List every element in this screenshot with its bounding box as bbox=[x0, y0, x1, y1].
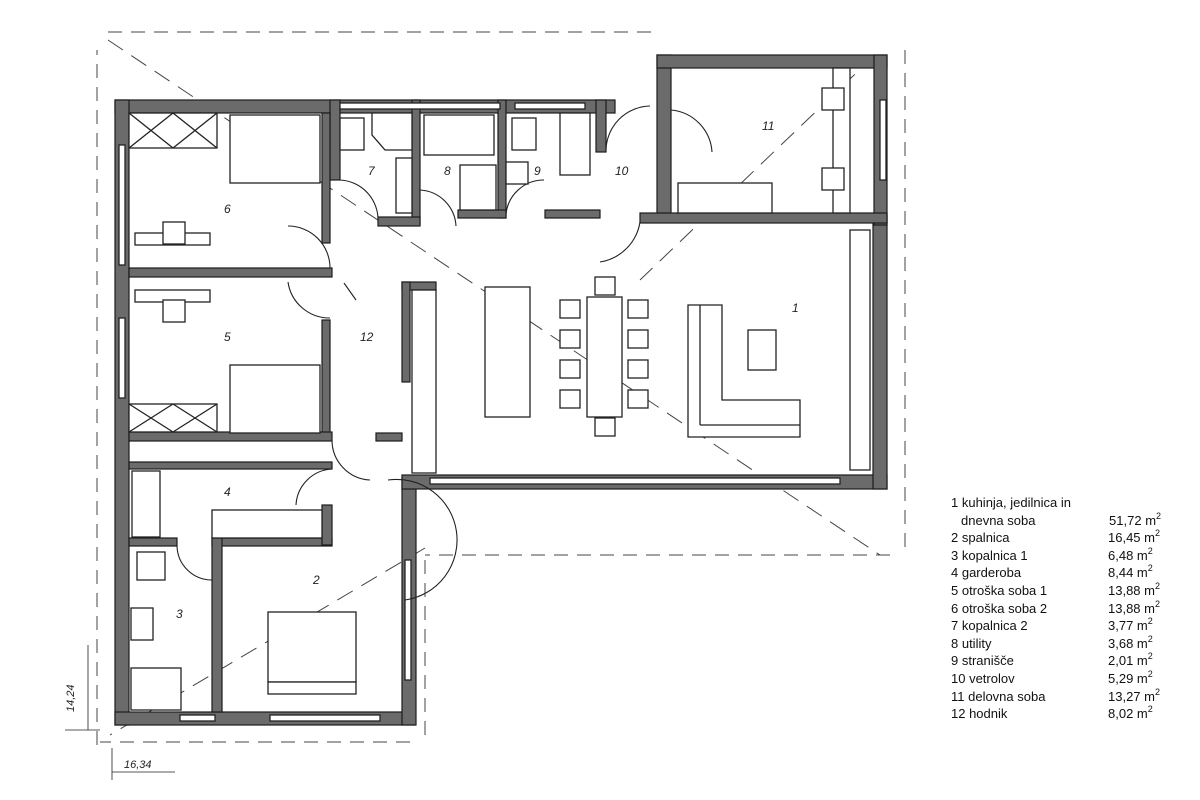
legend-unit: m bbox=[1136, 618, 1148, 634]
legend-row-9: 9 stranišče 2,01 m2 bbox=[951, 652, 1186, 670]
legend-unit: m bbox=[1144, 582, 1155, 598]
legend-area-2: 16,45 m2 bbox=[1108, 529, 1186, 547]
windows bbox=[118, 99, 887, 722]
room-label-5: 5 bbox=[224, 330, 231, 344]
legend-area-11: 13,27 m2 bbox=[1108, 686, 1186, 706]
legend-unit: m bbox=[1136, 670, 1148, 686]
legend-label-10: 10 vetrolov bbox=[951, 670, 1015, 686]
legend-unit-sup: 2 bbox=[1147, 704, 1153, 715]
room-label-2: 2 bbox=[312, 573, 320, 587]
legend-area-value: 5,29 bbox=[1108, 670, 1137, 686]
legend-unit: m bbox=[1136, 635, 1148, 651]
legend-area-value: 13,88 bbox=[1108, 600, 1145, 616]
legend-row-5: 5 otroška soba 1 13,88 m2 bbox=[951, 580, 1186, 600]
room-label-8: 8 bbox=[444, 164, 451, 178]
legend-label-12: 12 hodnik bbox=[951, 706, 1008, 722]
legend-unit: m bbox=[1144, 530, 1155, 546]
legend-area-12: 8,02 m2 bbox=[1108, 705, 1186, 723]
depth-dimension: 14,24 bbox=[65, 684, 77, 712]
legend-area-7: 3,77 m2 bbox=[1108, 617, 1186, 635]
legend-area-value: 8,02 bbox=[1108, 706, 1137, 722]
legend-unit: m bbox=[1136, 565, 1148, 581]
legend-unit-sup: 2 bbox=[1155, 598, 1161, 609]
legend-area-9: 2,01 m2 bbox=[1108, 652, 1186, 670]
room-label-7: 7 bbox=[368, 164, 376, 178]
legend-row-1-cont: dnevna soba 51,72 m2 bbox=[951, 510, 1186, 530]
legend-unit-sup: 2 bbox=[1147, 651, 1153, 662]
width-dimension: 16,34 bbox=[124, 759, 152, 771]
legend-row-7: 7 kopalnica 2 3,77 m2 bbox=[951, 617, 1186, 635]
legend-unit-sup: 2 bbox=[1147, 563, 1153, 574]
legend-label-2: 2 spalnica bbox=[951, 530, 1010, 546]
legend-area-value: 51,72 bbox=[1109, 512, 1146, 528]
legend-label-11: 11 delovna soba bbox=[951, 688, 1046, 704]
room-legend: 1 kuhinja, jedilnica in dnevna soba 51,72 … bbox=[951, 494, 1186, 723]
room-label-12: 12 bbox=[360, 330, 374, 344]
legend-unit: m bbox=[1145, 512, 1157, 528]
legend-label-1: 1 kuhinja, jedilnica in bbox=[951, 495, 1071, 510]
legend-label-8: 8 utility bbox=[951, 635, 992, 651]
legend-label-9: 9 stranišče bbox=[951, 653, 1014, 669]
room-label-10: 10 bbox=[615, 164, 629, 178]
doors bbox=[176, 105, 713, 601]
legend-row-1: 1 kuhinja, jedilnica in bbox=[951, 494, 1186, 512]
legend-area-4: 8,44 m2 bbox=[1108, 564, 1186, 582]
legend-unit-sup: 2 bbox=[1156, 510, 1162, 521]
room-label-4: 4 bbox=[224, 485, 231, 499]
legend-area-5: 13,88 m2 bbox=[1108, 580, 1186, 600]
legend-area-value: 3,68 bbox=[1108, 635, 1137, 651]
furniture bbox=[128, 67, 851, 711]
room-label-9: 9 bbox=[534, 164, 541, 178]
legend-area-8: 3,68 m2 bbox=[1108, 633, 1186, 653]
legend-row-12: 12 hodnik 8,02 m2 bbox=[951, 705, 1186, 723]
legend-unit-sup: 2 bbox=[1155, 686, 1161, 697]
legend-area-value: 13,27 bbox=[1108, 688, 1145, 704]
legend-row-8: 8 utility 3,68 m2 bbox=[951, 633, 1186, 653]
legend-label-1-cont: dnevna soba bbox=[961, 512, 1036, 528]
legend-area-10: 5,29 m2 bbox=[1108, 668, 1186, 688]
legend-row-4: 4 garderoba 8,44 m2 bbox=[951, 564, 1186, 582]
legend-area-value: 6,48 bbox=[1108, 547, 1137, 563]
legend-area-3: 6,48 m2 bbox=[1108, 545, 1186, 565]
legend-unit-sup: 2 bbox=[1147, 616, 1153, 627]
legend-row-10: 10 vetrolov 5,29 m2 bbox=[951, 668, 1186, 688]
legend-area-value: 3,77 bbox=[1108, 618, 1137, 634]
dimensions: 14,24 16,34 bbox=[65, 645, 175, 780]
legend-area-value: 13,88 bbox=[1108, 582, 1145, 598]
legend-label-7: 7 kopalnica 2 bbox=[951, 618, 1028, 634]
legend-unit-sup: 2 bbox=[1155, 528, 1161, 539]
room-label-11: 11 bbox=[762, 119, 774, 133]
legend-area-value: 16,45 bbox=[1108, 530, 1145, 546]
legend-row-2: 2 spalnica 16,45 m2 bbox=[951, 529, 1186, 547]
legend-label-4: 4 garderoba bbox=[951, 565, 1022, 581]
room-label-3: 3 bbox=[176, 607, 183, 621]
legend-unit-sup: 2 bbox=[1147, 545, 1153, 556]
legend-unit: m bbox=[1136, 547, 1148, 563]
room-label-6: 6 bbox=[224, 202, 231, 216]
legend-unit-sup: 2 bbox=[1155, 580, 1161, 591]
legend-unit-sup: 2 bbox=[1147, 633, 1153, 644]
legend-label-3: 3 kopalnica 1 bbox=[951, 547, 1028, 563]
legend-unit: m bbox=[1136, 653, 1148, 669]
legend-area-value: 8,44 bbox=[1108, 565, 1137, 581]
legend-row-6: 6 otroška soba 2 13,88 m2 bbox=[951, 598, 1186, 618]
room-label-1: 1 bbox=[792, 301, 799, 315]
legend-unit: m bbox=[1136, 706, 1148, 722]
legend-row-3: 3 kopalnica 1 6,48 m2 bbox=[951, 545, 1186, 565]
legend-area-value: 2,01 bbox=[1108, 653, 1137, 669]
legend-unit-sup: 2 bbox=[1147, 668, 1153, 679]
room-labels: 1 2 3 4 5 6 7 8 9 10 11 12 bbox=[176, 119, 799, 621]
legend-label-5: 5 otroška soba 1 bbox=[951, 582, 1048, 598]
legend-area-6: 13,88 m2 bbox=[1108, 598, 1186, 618]
legend-unit: m bbox=[1144, 688, 1155, 704]
legend-row-11: 11 delovna soba 13,27 m2 bbox=[951, 686, 1186, 706]
legend-label-6: 6 otroška soba 2 bbox=[951, 600, 1048, 616]
legend-unit: m bbox=[1144, 600, 1155, 616]
legend-area-1: 51,72 m2 bbox=[1109, 510, 1186, 530]
